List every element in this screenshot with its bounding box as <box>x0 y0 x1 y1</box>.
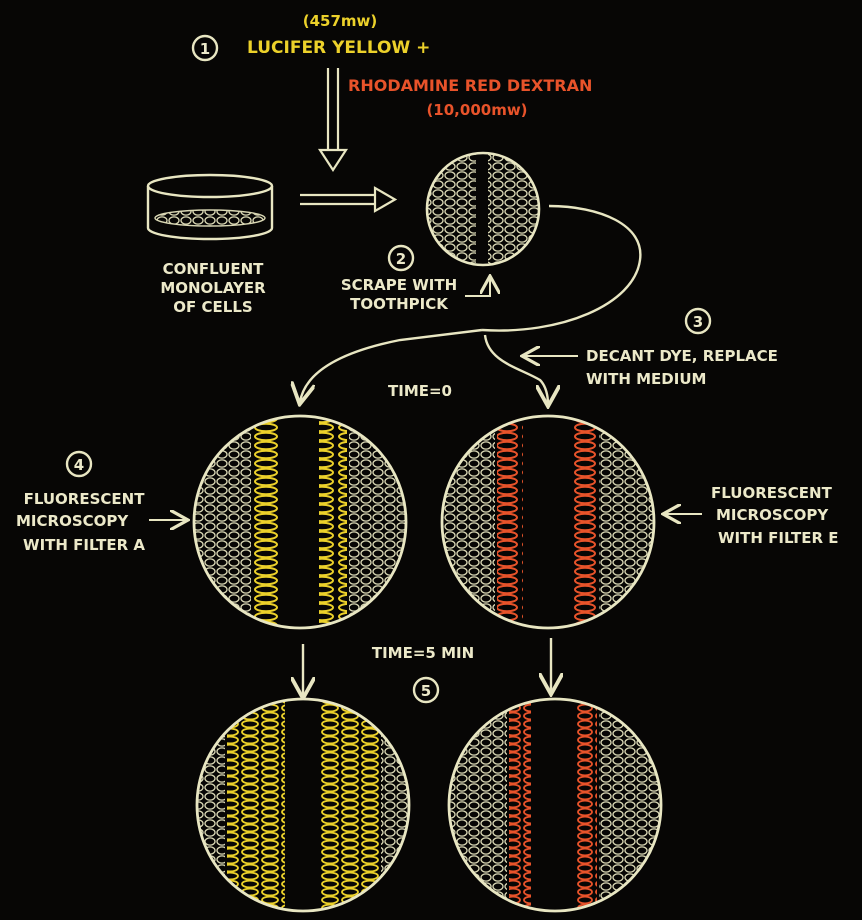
scrape-label-line-2: TOOTHPICK <box>350 295 449 313</box>
step-4-number: 4 <box>67 452 91 476</box>
filter-e-label-line-2: MICROSCOPY <box>716 506 829 524</box>
petri-dish-icon <box>148 175 272 239</box>
filter-e-label-line-1: FLUORESCENT <box>711 484 833 502</box>
filter-a-time-0-view <box>190 410 410 640</box>
scraped-monolayer <box>427 150 539 270</box>
step-5-number: 5 <box>414 678 438 702</box>
scrape-label-line-1: SCRAPE WITH <box>341 276 457 294</box>
svg-text:2: 2 <box>396 250 406 268</box>
dish-label-line-1: CONFLUENT <box>163 260 265 278</box>
svg-text:3: 3 <box>693 313 703 331</box>
rhodamine-mw: (10,000mw) <box>426 101 527 119</box>
decant-label-line-2: WITH MEDIUM <box>586 370 706 388</box>
toothpick-pointer-arrow <box>465 278 490 296</box>
time-five-min-label: TIME=5 MIN <box>372 644 474 662</box>
dish-label-line-2: MONOLAYER <box>160 279 266 297</box>
filter-a-time-5-view <box>193 695 415 917</box>
filter-e-label-line-3: WITH FILTER E <box>718 529 839 547</box>
lucifer-yellow-label: LUCIFER YELLOW + <box>247 38 430 58</box>
time-zero-label: TIME=0 <box>388 382 452 400</box>
svg-text:1: 1 <box>200 40 210 58</box>
filter-a-label-line-3: WITH FILTER A <box>23 536 145 554</box>
svg-text:5: 5 <box>421 682 431 700</box>
step-1-number: 1 <box>193 36 217 60</box>
dye-add-arrow <box>320 68 346 170</box>
filter-e-time-5-view <box>445 695 667 917</box>
filter-a-label-line-2: MICROSCOPY <box>16 512 129 530</box>
step-3-number: 3 <box>686 309 710 333</box>
to-scrape-arrow <box>300 188 395 211</box>
filter-a-label-line-1: FLUORESCENT <box>24 490 146 508</box>
dish-label-line-3: OF CELLS <box>173 298 252 316</box>
decant-label-line-1: DECANT DYE, REPLACE <box>586 347 778 365</box>
step-2-number: 2 <box>389 246 413 270</box>
filter-e-time-0-view <box>438 410 658 640</box>
lucifer-yellow-mw: (457mw) <box>303 12 378 30</box>
right-branch-arrow <box>485 335 548 404</box>
svg-text:4: 4 <box>74 456 84 474</box>
rhodamine-label: RHODAMINE RED DEXTRAN <box>348 76 592 95</box>
